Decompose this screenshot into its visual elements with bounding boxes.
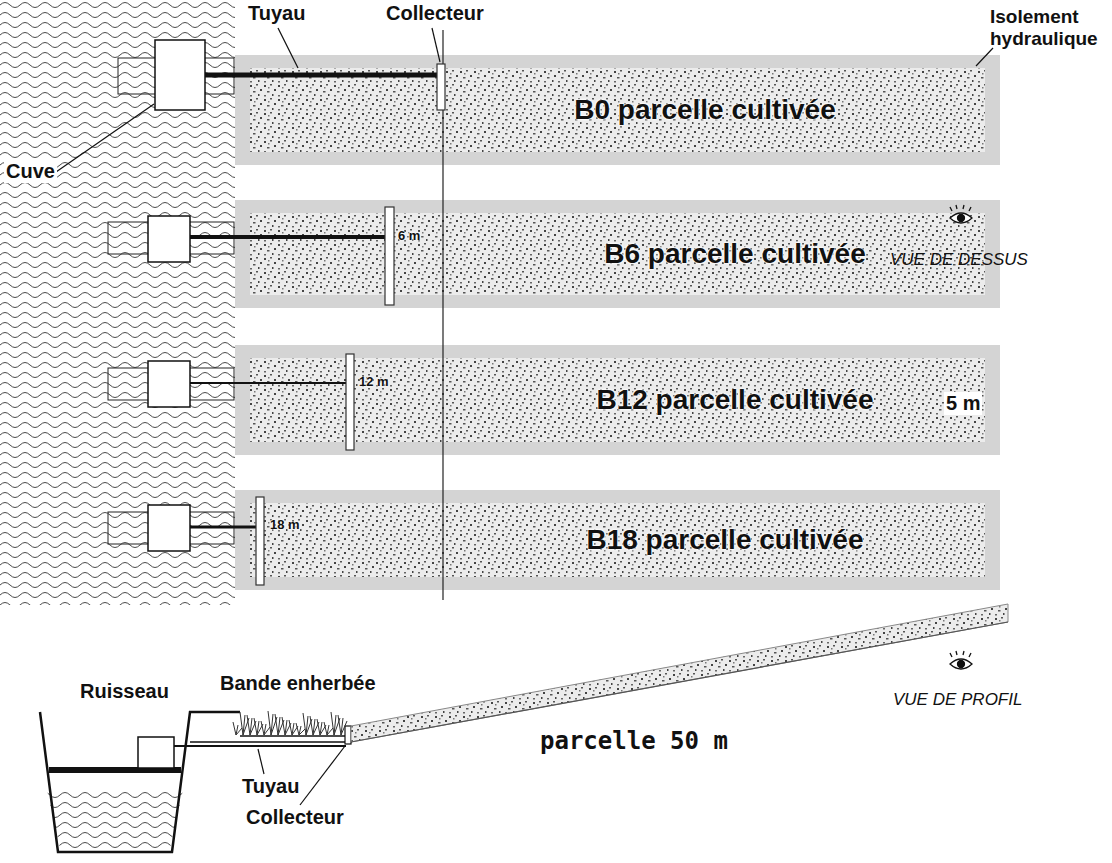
distance-label: 6 m bbox=[398, 229, 420, 244]
plot-label: B18 parcelle cultivée bbox=[586, 524, 863, 556]
collector-label: Collecteur bbox=[244, 806, 346, 829]
plot-label: B0 parcelle cultivée bbox=[574, 94, 835, 126]
dimension-label: 5 m bbox=[944, 392, 982, 415]
plot-length-label: parcelle 50 m bbox=[540, 728, 728, 756]
distance-label: 18 m bbox=[270, 518, 300, 533]
grass-strip-label: Bande enherbée bbox=[218, 672, 378, 695]
tank-label: Cuve bbox=[4, 160, 57, 183]
pipe-label: Tuyau bbox=[246, 2, 307, 25]
plot-band: B6 parcelle cultivée bbox=[235, 200, 1000, 308]
distance-label: 12 m bbox=[359, 375, 389, 390]
pipe-label: Tuyau bbox=[240, 775, 301, 798]
plot-label: B6 parcelle cultivée bbox=[604, 238, 865, 270]
plot-band: B18 parcelle cultivée bbox=[235, 490, 1000, 590]
view-label: VUE DE PROFIL bbox=[893, 690, 1022, 710]
view-label: VUE DE DESSUS bbox=[890, 250, 1028, 270]
isolation-label: Isolement hydraulique bbox=[990, 6, 1108, 50]
stream-label: Ruisseau bbox=[78, 680, 171, 703]
plot-band: B0 parcelle cultivée bbox=[235, 55, 1000, 165]
plot-label: B12 parcelle cultivée bbox=[596, 384, 873, 416]
collector-label: Collecteur bbox=[384, 2, 486, 25]
